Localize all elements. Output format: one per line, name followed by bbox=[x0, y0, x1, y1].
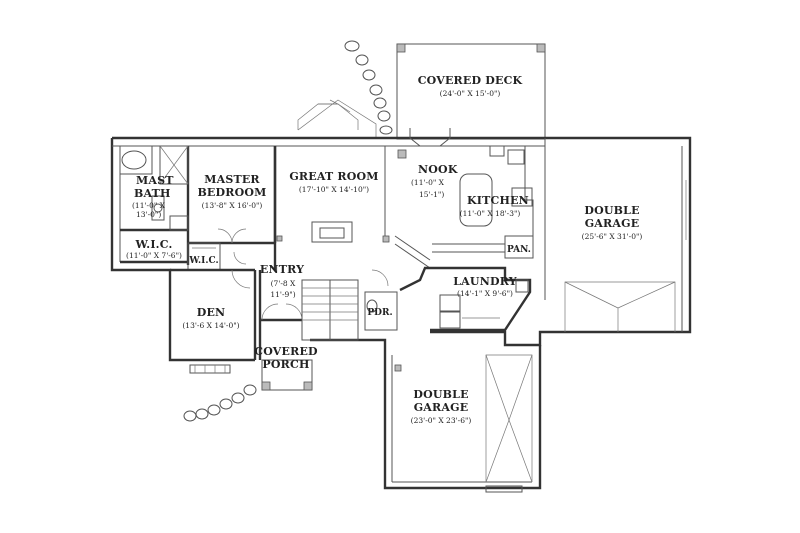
garage-bottom bbox=[383, 345, 542, 493]
garage-bottom-dim: (23'-0" X 23'-6") bbox=[411, 416, 472, 425]
wic-master-name: W.I.C. bbox=[134, 238, 172, 251]
stairs bbox=[301, 279, 359, 341]
master-bath-dim-1: (11'-0" X bbox=[132, 201, 166, 210]
powder-name: PDR. bbox=[367, 308, 392, 318]
great-room-dim: (17'-10" X 14'-10") bbox=[299, 185, 369, 194]
covered-porch-name-2: PORCH bbox=[262, 358, 309, 371]
entry-porch bbox=[258, 270, 313, 391]
garage-right bbox=[564, 180, 687, 332]
pantry-name: PAN. bbox=[507, 245, 531, 255]
master-bedroom-name-1: MASTER bbox=[204, 173, 260, 186]
den-dim: (13'-6 X 14'-0") bbox=[182, 321, 239, 330]
wic-small-name: W.I.C. bbox=[188, 256, 218, 266]
garage-bottom-name-2: GARAGE bbox=[414, 401, 469, 414]
garage-right-dim: (25'-6" X 31'-0") bbox=[582, 232, 643, 241]
den-name: DEN bbox=[197, 306, 226, 319]
kitchen-name: KITCHEN bbox=[467, 194, 529, 207]
kitchen-details bbox=[432, 145, 534, 259]
bay-roof-outlines bbox=[297, 99, 377, 138]
master-bath-dim-2: 13'-0") bbox=[136, 210, 161, 219]
entry-name: ENTRY bbox=[260, 263, 304, 276]
kitchen-dim: (11'-0" X 18'-3") bbox=[460, 209, 521, 218]
den-walls bbox=[170, 268, 257, 374]
nook-name: NOOK bbox=[418, 163, 458, 176]
stepping-stones-bottom bbox=[183, 384, 257, 422]
garage-bottom-name-1: DOUBLE bbox=[413, 388, 468, 401]
garage-right-name-1: DOUBLE bbox=[584, 204, 639, 217]
laundry-dim: (14'-1" X 9'-6") bbox=[457, 289, 513, 298]
stepping-stones-top bbox=[344, 40, 393, 135]
nook-dim-1: (11'-0" X bbox=[411, 178, 445, 187]
covered-deck: COVERED DECK (24'-0" X 15'-0") bbox=[396, 43, 546, 140]
covered-deck-name: COVERED DECK bbox=[418, 74, 523, 87]
master-bath-name-1: MAST bbox=[136, 174, 174, 187]
wic-master-dim: (11'-0" X 7'-6") bbox=[126, 251, 182, 260]
nook-dim-2: 15'-1") bbox=[419, 190, 444, 199]
laundry-details bbox=[364, 266, 532, 332]
master-bedroom-dim: (13'-8" X 16'-0") bbox=[202, 201, 263, 210]
great-room-details bbox=[273, 146, 390, 270]
nook-details bbox=[394, 128, 451, 269]
master-bedroom-name-2: BEDROOM bbox=[197, 186, 266, 199]
master-bath-name-2: BATH bbox=[134, 187, 171, 200]
covered-porch-name-1: COVERED bbox=[254, 345, 318, 358]
laundry-name: LAUNDRY bbox=[453, 275, 517, 288]
great-room-name: GREAT ROOM bbox=[289, 170, 378, 183]
covered-deck-dim: (24'-0" X 15'-0") bbox=[440, 89, 501, 98]
entry-dim-2: 11'-9") bbox=[270, 290, 295, 299]
garage-right-name-2: GARAGE bbox=[585, 217, 640, 230]
entry-dim-1: (7'-8 X bbox=[271, 279, 296, 288]
